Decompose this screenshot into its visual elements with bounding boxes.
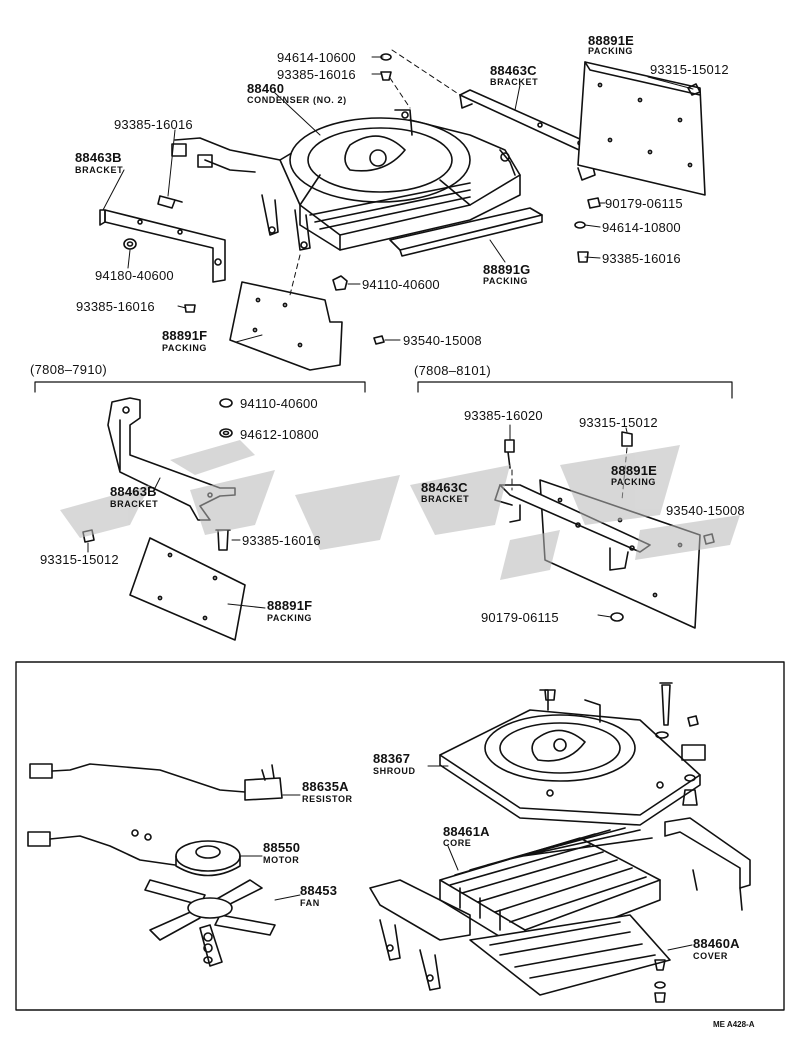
hardware-bottom	[544, 682, 706, 1003]
reference-code: ME A428-A	[713, 1020, 755, 1029]
packing-88891f-top	[229, 281, 343, 371]
part-88891g-name: PACKING	[483, 276, 529, 286]
bottom-frame	[15, 661, 785, 1011]
part-88463c-name: BRACKET	[490, 77, 539, 87]
core-artwork	[439, 827, 661, 953]
part-90179-06115-label: 90179-06115	[605, 196, 683, 211]
part-88453-label: 88453	[300, 883, 338, 898]
packing-88891e-top	[577, 61, 706, 196]
part-88367-name: SHROUD	[373, 766, 416, 776]
part-88550-name: MOTOR	[263, 855, 300, 865]
leader-lines-right	[509, 424, 628, 618]
right-part-88891e-label: 88891E	[611, 463, 658, 478]
hardware-top	[123, 53, 701, 345]
group-brackets	[34, 381, 733, 399]
left-part-94110-40600: 94110-40600	[240, 396, 318, 411]
left-group-range: (7808–7910)	[30, 362, 108, 377]
right-group-range: (7808–8101)	[414, 363, 492, 378]
bracket-bottom-right	[664, 817, 751, 911]
resistor-harness-artwork	[27, 763, 283, 866]
part-88550-label: 88550	[263, 840, 301, 855]
leader-lines-top	[102, 56, 694, 343]
shroud-artwork	[439, 689, 701, 826]
part-88367-label: 88367	[373, 751, 411, 766]
left-part-88891f-label: 88891F	[267, 598, 313, 613]
part-88891g-label: 88891G	[483, 262, 531, 277]
part-93315-15012-label: 93315-15012	[650, 62, 729, 77]
part-88891e-name: PACKING	[588, 46, 634, 56]
motor-artwork	[131, 829, 241, 877]
left-part-93315-15012: 93315-15012	[40, 552, 119, 567]
part-94180-40600-label: 94180-40600	[95, 268, 174, 283]
part-88453-name: FAN	[300, 898, 320, 908]
left-part-88463b-name: BRACKET	[110, 499, 159, 509]
condenser-assembly-top	[171, 109, 521, 251]
part-93385-16016-c-label: 93385-16016	[602, 251, 681, 266]
part-88635a-label: 88635A	[302, 779, 349, 794]
right-part-90179-06115: 90179-06115	[481, 610, 559, 625]
left-part-88891f-name: PACKING	[267, 613, 313, 623]
left-part-88463b-label: 88463B	[110, 484, 157, 499]
fan-artwork	[144, 879, 276, 967]
part-94614-10600-label: 94614-10600	[277, 50, 356, 65]
part-88891e-label: 88891E	[588, 33, 635, 48]
part-93385-16016-label: 93385-16016	[277, 67, 356, 82]
bracket-88463b-top	[99, 209, 226, 283]
part-88460-name: CONDENSER (NO. 2)	[247, 95, 347, 105]
dashed-lines-top	[289, 49, 461, 296]
right-part-93540-15008: 93540-15008	[666, 503, 745, 518]
right-part-93385-16020: 93385-16020	[464, 408, 543, 423]
part-88891f-label: 88891F	[162, 328, 208, 343]
right-part-93315-15012: 93315-15012	[579, 415, 658, 430]
left-part-93385-16016: 93385-16016	[242, 533, 321, 548]
packing-88891g	[389, 207, 543, 257]
right-part-88891e-name: PACKING	[611, 477, 657, 487]
part-88463b-label: 88463B	[75, 150, 122, 165]
cover-artwork	[369, 879, 671, 996]
part-88635a-name: RESISTOR	[302, 794, 353, 804]
leader-lines-bottom	[239, 765, 693, 951]
part-93385-16016-b-label: 93385-16016	[114, 117, 193, 132]
right-part-88463c-name: BRACKET	[421, 494, 470, 504]
right-part-88463c-label: 88463C	[421, 480, 468, 495]
part-88463b-name: BRACKET	[75, 165, 124, 175]
leader-lines-left	[87, 477, 266, 609]
watermark-logo	[60, 440, 740, 580]
part-88461a-label: 88461A	[443, 824, 490, 839]
part-88460-label: 88460	[247, 81, 285, 96]
part-94614-10800-label: 94614-10800	[602, 220, 681, 235]
part-88891f-name: PACKING	[162, 343, 208, 353]
part-88461a-name: CORE	[443, 838, 472, 848]
part-88463c-label: 88463C	[490, 63, 537, 78]
part-94110-40600-label: 94110-40600	[362, 277, 440, 292]
left-part-94612-10800: 94612-10800	[240, 427, 319, 442]
part-93540-15008-label: 93540-15008	[403, 333, 482, 348]
part-88460a-name: COVER	[693, 951, 729, 961]
part-93385-16016-d-label: 93385-16016	[76, 299, 155, 314]
part-88460a-label: 88460A	[693, 936, 740, 951]
